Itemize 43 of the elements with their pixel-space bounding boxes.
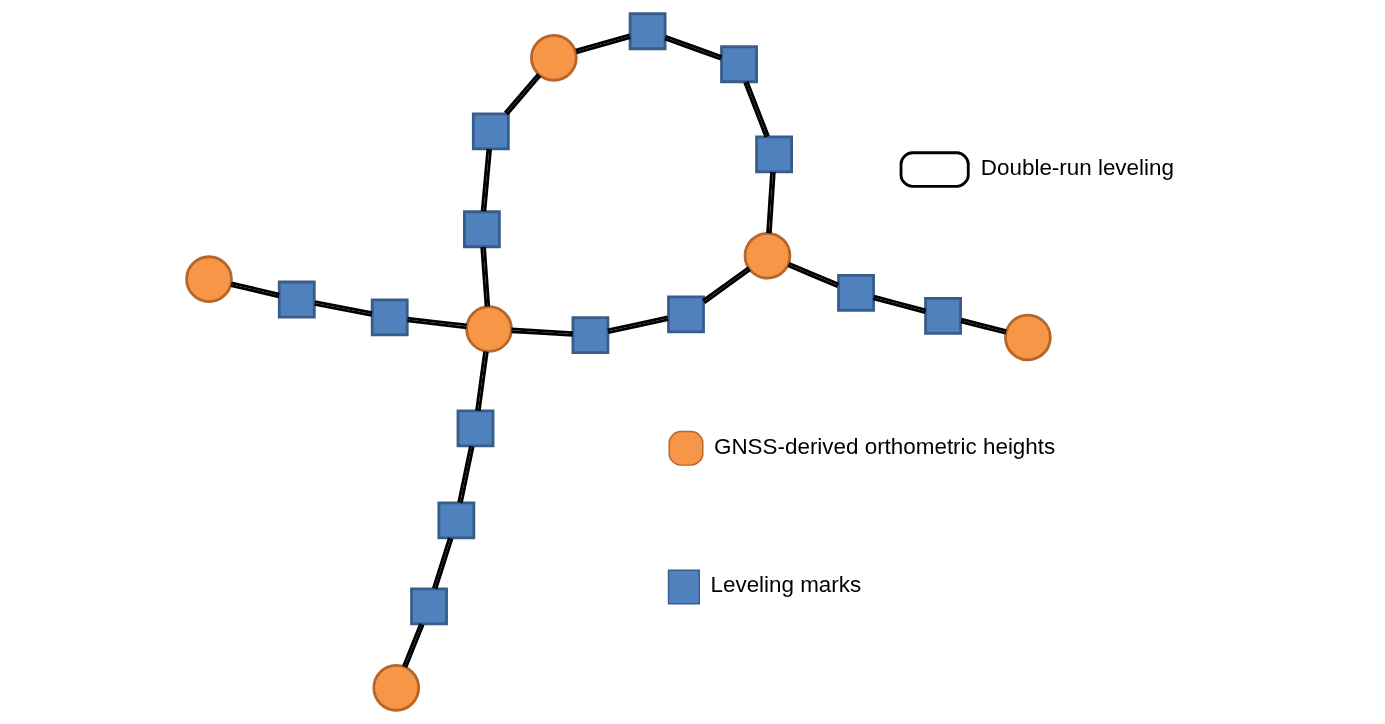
node-box <box>471 112 510 151</box>
node-box <box>923 296 962 335</box>
connector <box>479 246 490 307</box>
connector <box>230 281 280 299</box>
legend-label: Leveling marks <box>710 572 861 598</box>
node-box <box>456 409 494 448</box>
connector <box>872 294 926 314</box>
connector <box>606 315 669 335</box>
connector <box>480 148 492 212</box>
legend-label: Double-run leveling <box>980 154 1174 180</box>
connector <box>574 33 631 55</box>
node-box <box>370 298 409 337</box>
connector <box>401 623 424 668</box>
node-box <box>462 210 501 249</box>
connector <box>742 81 770 138</box>
node-box <box>836 273 875 312</box>
node-box <box>719 45 758 84</box>
connector <box>663 34 722 61</box>
node-box <box>754 135 793 174</box>
node-box <box>666 295 705 334</box>
connector <box>474 351 489 412</box>
connector <box>701 266 751 304</box>
connector <box>503 73 541 116</box>
node-circle <box>529 34 578 82</box>
connector <box>456 445 475 504</box>
connector <box>313 300 372 317</box>
node-box <box>409 587 448 626</box>
node-box <box>571 316 609 354</box>
node-box <box>436 501 475 540</box>
node-box <box>277 280 316 319</box>
node-circle <box>464 305 513 353</box>
connector <box>786 261 839 288</box>
legend-label: GNSS-derived orthometric heights <box>713 433 1055 459</box>
node-circle <box>371 664 420 712</box>
node-circle <box>743 231 791 280</box>
connector <box>959 317 1007 335</box>
connector <box>510 327 573 337</box>
node-circle <box>184 255 233 303</box>
connector <box>765 171 776 234</box>
node-circle <box>1003 313 1052 362</box>
node-box <box>628 12 666 51</box>
connector <box>406 316 467 330</box>
connector <box>431 537 453 590</box>
